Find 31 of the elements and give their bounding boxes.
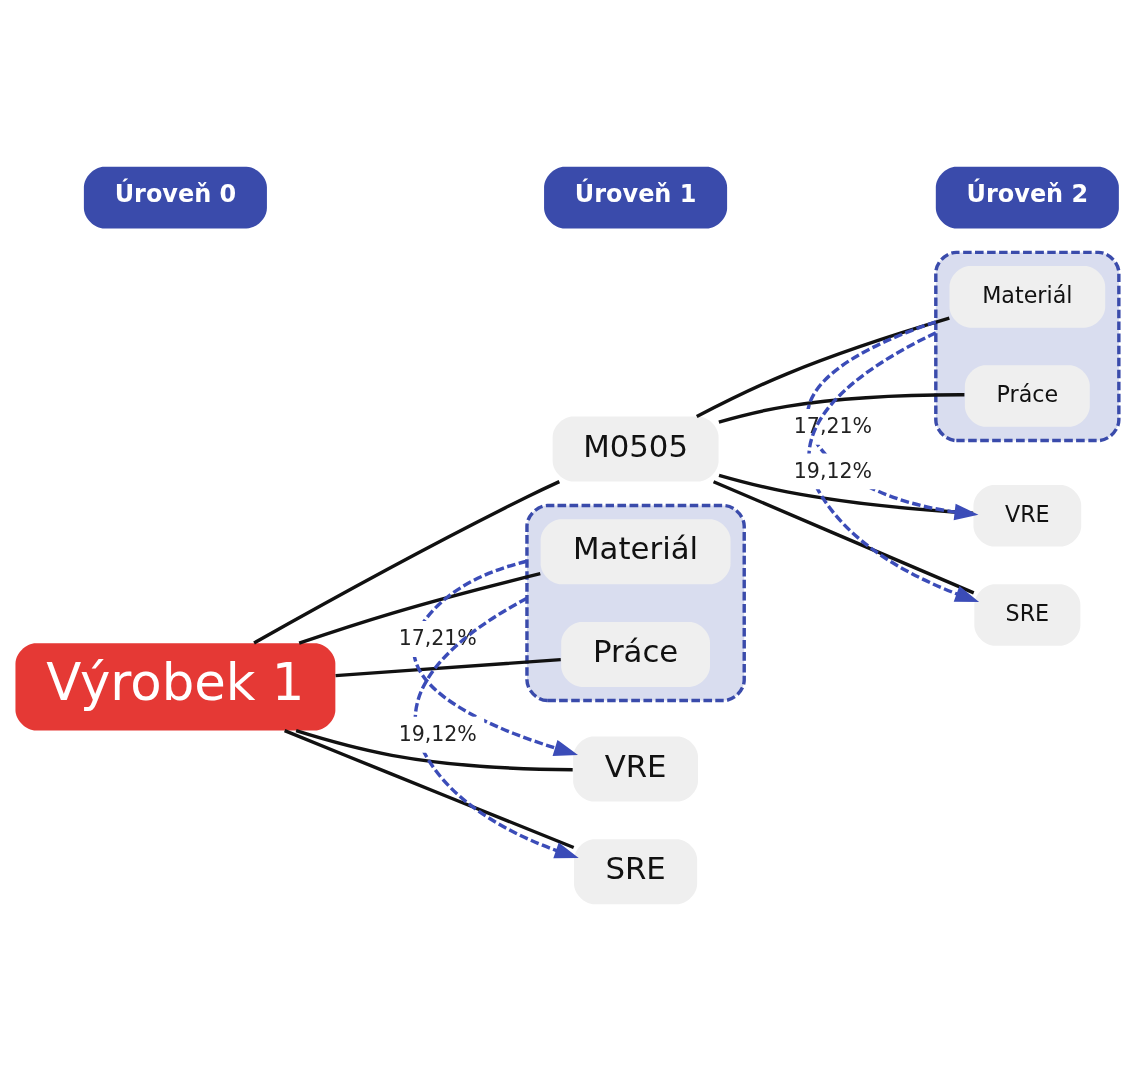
connector xyxy=(284,728,575,849)
node-box: Materiál xyxy=(949,265,1106,328)
node-box: SRE xyxy=(574,838,698,904)
connector xyxy=(253,479,561,644)
edge-label: 19,12% xyxy=(398,721,477,746)
node-box: M0505 xyxy=(552,416,719,482)
node-box: Úroveň 2 xyxy=(935,166,1119,228)
edge-label: 19,12% xyxy=(793,458,873,483)
node-box: Práce xyxy=(964,364,1090,427)
cluster xyxy=(525,503,746,702)
connector xyxy=(295,728,573,771)
connector xyxy=(298,571,541,645)
arrow xyxy=(412,559,578,756)
arrow xyxy=(807,330,980,602)
node-box: VRE xyxy=(973,484,1082,547)
connector xyxy=(718,392,965,424)
node-box: Materiál xyxy=(540,518,731,584)
cluster xyxy=(934,250,1121,442)
node-box: Výrobek 1 xyxy=(15,642,336,730)
edge-label: 17,21% xyxy=(793,413,873,438)
node-box: VRE xyxy=(573,736,699,801)
connector xyxy=(695,316,950,418)
arrow xyxy=(805,319,979,520)
connector xyxy=(718,473,974,515)
node-box: Úroveň 1 xyxy=(544,166,728,228)
node-box: SRE xyxy=(974,583,1081,646)
node-box: Úroveň 0 xyxy=(83,166,267,228)
arrow xyxy=(413,596,579,858)
node-box: Práce xyxy=(561,621,710,687)
connector xyxy=(712,479,975,594)
connector xyxy=(335,657,561,677)
